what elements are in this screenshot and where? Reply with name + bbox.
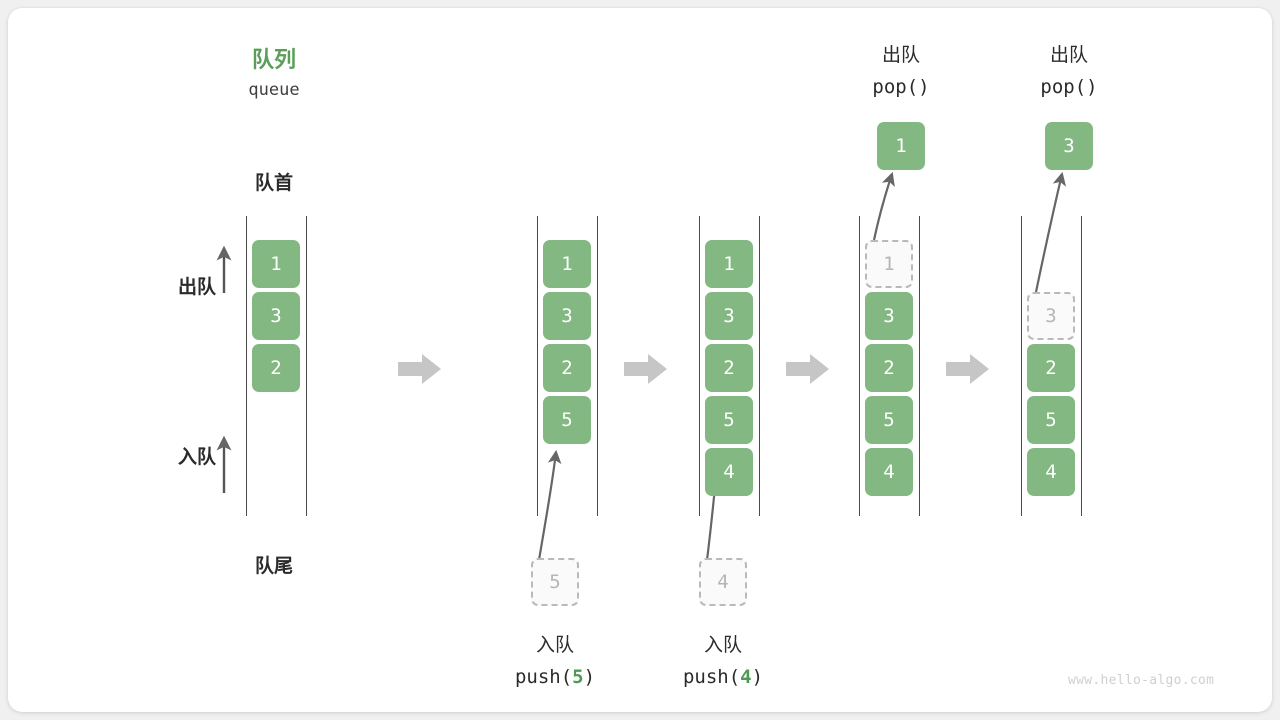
queue-cell: 3 (865, 292, 913, 340)
pop-1-op-label-code: pop() (872, 76, 930, 98)
rail-left-col-2 (537, 216, 538, 516)
push-5-op-label-cn: 入队 (535, 635, 574, 656)
step-separator-arrow (398, 352, 442, 391)
push-4-op-label-code: push(4) (663, 666, 783, 688)
step-separator-arrow (786, 352, 830, 391)
push-source-ghost-cell: 4 (699, 558, 747, 606)
pop-1-op-label-cn: 出队 (881, 45, 920, 66)
watermark: www.hello-algo.com (1068, 673, 1215, 688)
queue-cell: 4 (705, 448, 753, 496)
step-separator-arrow (624, 352, 668, 391)
queue-column-initial: 1 3 2 (252, 240, 300, 392)
queue-column-after-push-4: 1 3 2 5 4 (705, 240, 753, 496)
queue-cell: 2 (543, 344, 591, 392)
push-code-prefix: push( (514, 666, 573, 688)
popped-cell-1: 1 (877, 122, 925, 170)
queue-column-after-pop-3: 3 2 5 4 (1027, 240, 1075, 496)
queue-cell-ghost: 1 (865, 240, 913, 288)
queue-cell: 5 (865, 396, 913, 444)
enqueue-axis-label: 入队 (177, 447, 216, 468)
queue-cell: 5 (543, 396, 591, 444)
queue-cell-empty (1027, 240, 1075, 288)
queue-cell: 4 (865, 448, 913, 496)
queue-cell: 3 (543, 292, 591, 340)
rail-left-col-3 (699, 216, 700, 516)
push-5-op-label-code: push(5) (495, 666, 615, 688)
queue-cell: 2 (252, 344, 300, 392)
diagram-title-code: queue (248, 80, 300, 100)
front-label: 队首 (254, 173, 293, 194)
queue-cell: 1 (252, 240, 300, 288)
queue-cell: 2 (865, 344, 913, 392)
push-code-suffix: ) (583, 666, 596, 688)
rail-left-col-4 (859, 216, 860, 516)
queue-column-after-push-5: 1 3 2 5 (543, 240, 591, 444)
popped-cell-3: 3 (1045, 122, 1093, 170)
pop-3-op-label-cn: 出队 (1049, 45, 1088, 66)
queue-cell: 5 (705, 396, 753, 444)
queue-cell: 3 (252, 292, 300, 340)
queue-cell: 1 (543, 240, 591, 288)
rail-left-col-5 (1021, 216, 1022, 516)
dequeue-axis-label: 出队 (177, 277, 216, 298)
diagram-title-cn: 队列 (251, 47, 296, 72)
push-code-number: 5 (572, 666, 584, 688)
push-code-suffix: ) (751, 666, 764, 688)
queue-cell: 2 (705, 344, 753, 392)
diagram-card: 队列 queue 队首 队尾 出队 入队 1 3 2 1 3 2 5 5 入队 … (8, 8, 1272, 712)
queue-cell: 1 (705, 240, 753, 288)
rear-label: 队尾 (254, 556, 293, 577)
push-code-prefix: push( (682, 666, 741, 688)
queue-cell: 3 (705, 292, 753, 340)
pop-3-op-label-code: pop() (1040, 76, 1098, 98)
queue-cell: 4 (1027, 448, 1075, 496)
step-separator-arrow (946, 352, 990, 391)
rail-right-col-5 (1081, 216, 1082, 516)
rail-right-col-2 (597, 216, 598, 516)
rail-right-col-4 (919, 216, 920, 516)
push-source-ghost-cell: 5 (531, 558, 579, 606)
push-4-op-label-cn: 入队 (703, 635, 742, 656)
rail-left-col-1 (246, 216, 247, 516)
queue-cell: 2 (1027, 344, 1075, 392)
push-code-number: 4 (740, 666, 752, 688)
queue-cell-ghost: 3 (1027, 292, 1075, 340)
queue-column-after-pop-1: 1 3 2 5 4 (865, 240, 913, 496)
queue-cell: 5 (1027, 396, 1075, 444)
rail-right-col-1 (306, 216, 307, 516)
rail-right-col-3 (759, 216, 760, 516)
